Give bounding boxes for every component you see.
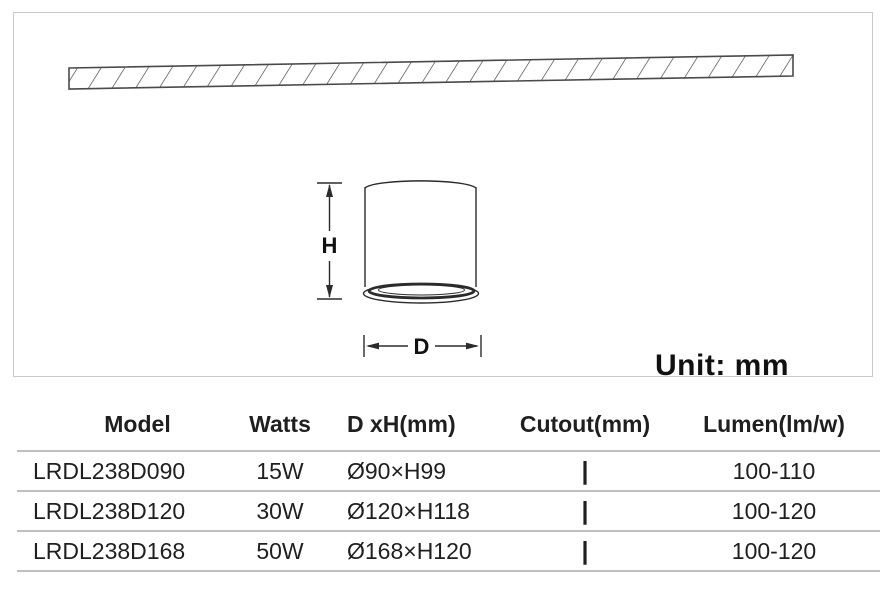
cell-model: LRDL238D120 <box>33 497 186 524</box>
header-watts: Watts <box>249 410 311 437</box>
unit-label: Unit: mm <box>655 349 789 382</box>
cell-watts: 50W <box>256 537 304 564</box>
table-row: LRDL238D090 15W Ø90×H99 | 100-110 <box>17 452 880 492</box>
header-lumen: Lumen(lm/w) <box>703 410 845 437</box>
cell-cutout: | <box>581 536 589 565</box>
cell-cutout: | <box>581 456 589 485</box>
table-row: LRDL238D120 30W Ø120×H118 | 100-120 <box>17 492 880 532</box>
downlight-cylinder <box>362 180 480 304</box>
cell-watts: 15W <box>256 457 304 484</box>
cell-lumen: 100-120 <box>731 537 817 564</box>
cell-dxh: Ø168×H120 <box>347 537 472 564</box>
cell-watts: 30W <box>256 497 304 524</box>
table-header-row: Model Watts D xH(mm) Cutout(mm) Lumen(lm… <box>17 398 880 452</box>
height-dimension: H <box>317 182 342 300</box>
table-row: LRDL238D168 50W Ø168×H120 | 100-120 <box>17 532 880 572</box>
cell-cutout: | <box>581 496 589 525</box>
drawing-panel: H D Unit: mm <box>13 12 873 382</box>
header-cutout: Cutout(mm) <box>519 410 651 437</box>
diameter-dimension-label: D <box>414 334 430 359</box>
cell-lumen: 100-120 <box>731 497 817 524</box>
dimension-drawing: H D <box>68 54 794 359</box>
height-dimension-label: H <box>322 233 338 258</box>
cell-model: LRDL238D168 <box>33 537 186 564</box>
ceiling-hatch-band <box>68 54 794 90</box>
header-model: Model <box>104 410 171 437</box>
cell-dxh: Ø90×H99 <box>347 457 447 484</box>
cell-lumen: 100-110 <box>732 457 816 484</box>
spec-table: Model Watts D xH(mm) Cutout(mm) Lumen(lm… <box>17 398 880 572</box>
cell-model: LRDL238D090 <box>33 457 186 484</box>
header-dxh: D xH(mm) <box>347 410 456 437</box>
diameter-dimension: D <box>363 334 482 359</box>
cell-dxh: Ø120×H118 <box>347 497 470 524</box>
